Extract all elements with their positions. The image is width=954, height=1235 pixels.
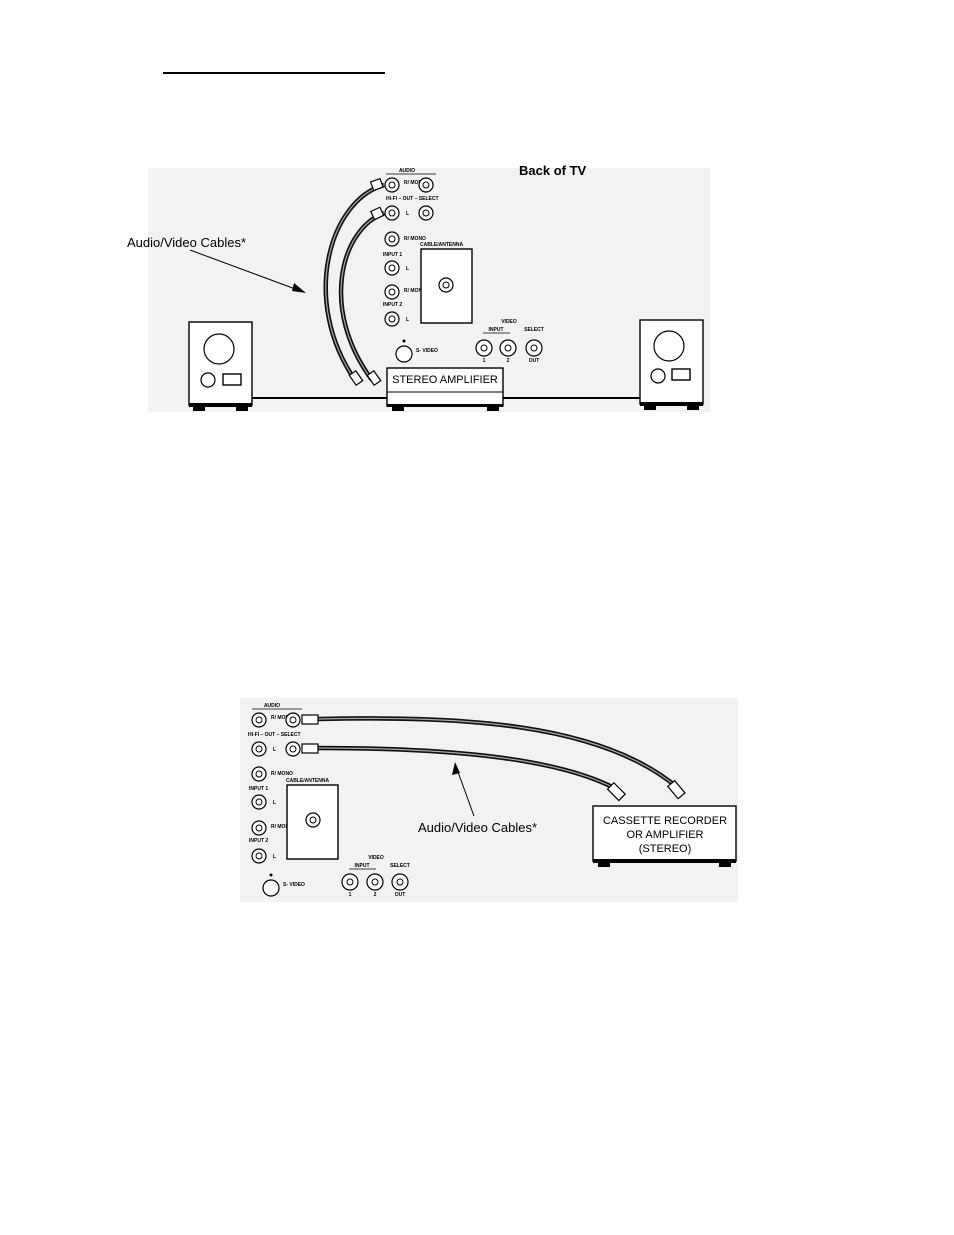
l-label: L [273, 747, 276, 753]
audio-jack [251, 848, 267, 864]
audio-jack [285, 712, 301, 728]
audio-jack [384, 177, 400, 193]
input1-label: INPUT 1 [249, 786, 268, 792]
audio-jack [251, 766, 267, 782]
input-label: INPUT [489, 327, 504, 333]
l-label: L [273, 800, 276, 806]
stereo-amplifier-label: STEREO AMPLIFIER [392, 374, 498, 386]
recorder-label-line2: OR AMPLIFIER [626, 829, 703, 841]
input2-label: INPUT 2 [249, 838, 268, 844]
recorder-label-line1: CASSETTE RECORDER [603, 815, 727, 827]
r-mono-label: R/ MONO [271, 824, 293, 830]
audio-jack [384, 205, 400, 221]
audio-jack [384, 231, 400, 247]
r-mono-label: R/ MONO [404, 236, 426, 242]
audio-jack [418, 205, 434, 221]
video-jack [391, 873, 409, 891]
r-mono-label: R/ MONO [271, 715, 293, 721]
video-label: VIDEO [368, 855, 384, 861]
heading-rule [163, 72, 385, 74]
r-mono-label: R/ MONO [404, 180, 426, 186]
arrow-head-icon [292, 283, 306, 293]
s-video-label: S- VIDEO [283, 882, 305, 888]
input1-label: INPUT 1 [383, 252, 402, 258]
rca-plug [666, 779, 686, 800]
back-of-tv-label: Back of TV [519, 163, 587, 178]
l-label: L [406, 211, 409, 217]
video-jack [366, 873, 384, 891]
video-jack [525, 339, 543, 357]
input-label: INPUT [355, 863, 370, 869]
right-speaker [639, 319, 704, 410]
audio-label: AUDIO [399, 168, 415, 174]
one-label: 1 [349, 892, 352, 898]
rca-plug [606, 781, 627, 802]
audio-jack [384, 311, 400, 327]
video-jack [341, 873, 359, 891]
input2-label: INPUT 2 [383, 302, 402, 308]
r-mono-label: R/ MONO [271, 771, 293, 777]
s-video-jack [395, 345, 413, 363]
audio-label: AUDIO [264, 703, 280, 709]
l-label: L [406, 266, 409, 272]
audio-video-cables-2 [301, 714, 686, 802]
antenna-jack [305, 812, 321, 828]
video-jack [499, 339, 517, 357]
recorder-label-line3: (STEREO) [639, 843, 692, 855]
select-label: SELECT [390, 863, 410, 869]
out-label: OUT [395, 892, 406, 898]
audio-jack [384, 284, 400, 300]
video-label: VIDEO [501, 319, 517, 325]
l-label: L [273, 854, 276, 860]
cables-label-1: Audio/Video Cables* [127, 235, 246, 250]
cable-antenna-label: CABLE/ANTENNA [420, 242, 463, 248]
audio-video-cables-1 [323, 177, 385, 387]
rca-plug [301, 714, 319, 725]
video-jack [475, 339, 493, 357]
one-label: 1 [483, 358, 486, 364]
audio-jack [251, 712, 267, 728]
audio-jack [251, 741, 267, 757]
two-label: 2 [374, 892, 377, 898]
cable-antenna-label: CABLE/ANTENNA [286, 778, 329, 784]
audio-jack [418, 177, 434, 193]
rca-plug [301, 743, 319, 754]
audio-jack [384, 260, 400, 276]
diagram-stereo-amplifier: STEREO AMPLIFIER AUDIO R/ MONO HI-FI – O… [127, 163, 710, 412]
l-label: L [406, 317, 409, 323]
select-label: SELECT [524, 327, 544, 333]
hifi-out-label: HI-FI – OUT – SELECT [386, 196, 439, 202]
arrow-head-icon [452, 762, 460, 775]
cables-pointer-2 [457, 771, 475, 817]
antenna-jack [438, 277, 454, 293]
audio-jack [251, 794, 267, 810]
r-mono-label: R/ MONO [404, 288, 426, 294]
left-speaker [188, 321, 253, 411]
hifi-out-label: HI-FI – OUT – SELECT [248, 732, 301, 738]
cables-label-2: Audio/Video Cables* [418, 820, 537, 835]
cables-pointer-1 [189, 249, 299, 291]
audio-jack [251, 820, 267, 836]
out-label: OUT [529, 358, 540, 364]
s-video-jack [262, 879, 280, 897]
two-label: 2 [507, 358, 510, 364]
audio-jack [285, 741, 301, 757]
cassette-recorder [592, 805, 737, 867]
tv-back-panel-2: AUDIO R/ MONO HI-FI – OUT – SELECT L R/ … [248, 703, 410, 898]
stereo-amplifier [386, 367, 504, 411]
tv-back-panel-1: AUDIO R/ MONO HI-FI – OUT – SELECT L R/ … [383, 168, 544, 364]
s-video-label: S- VIDEO [416, 348, 438, 354]
